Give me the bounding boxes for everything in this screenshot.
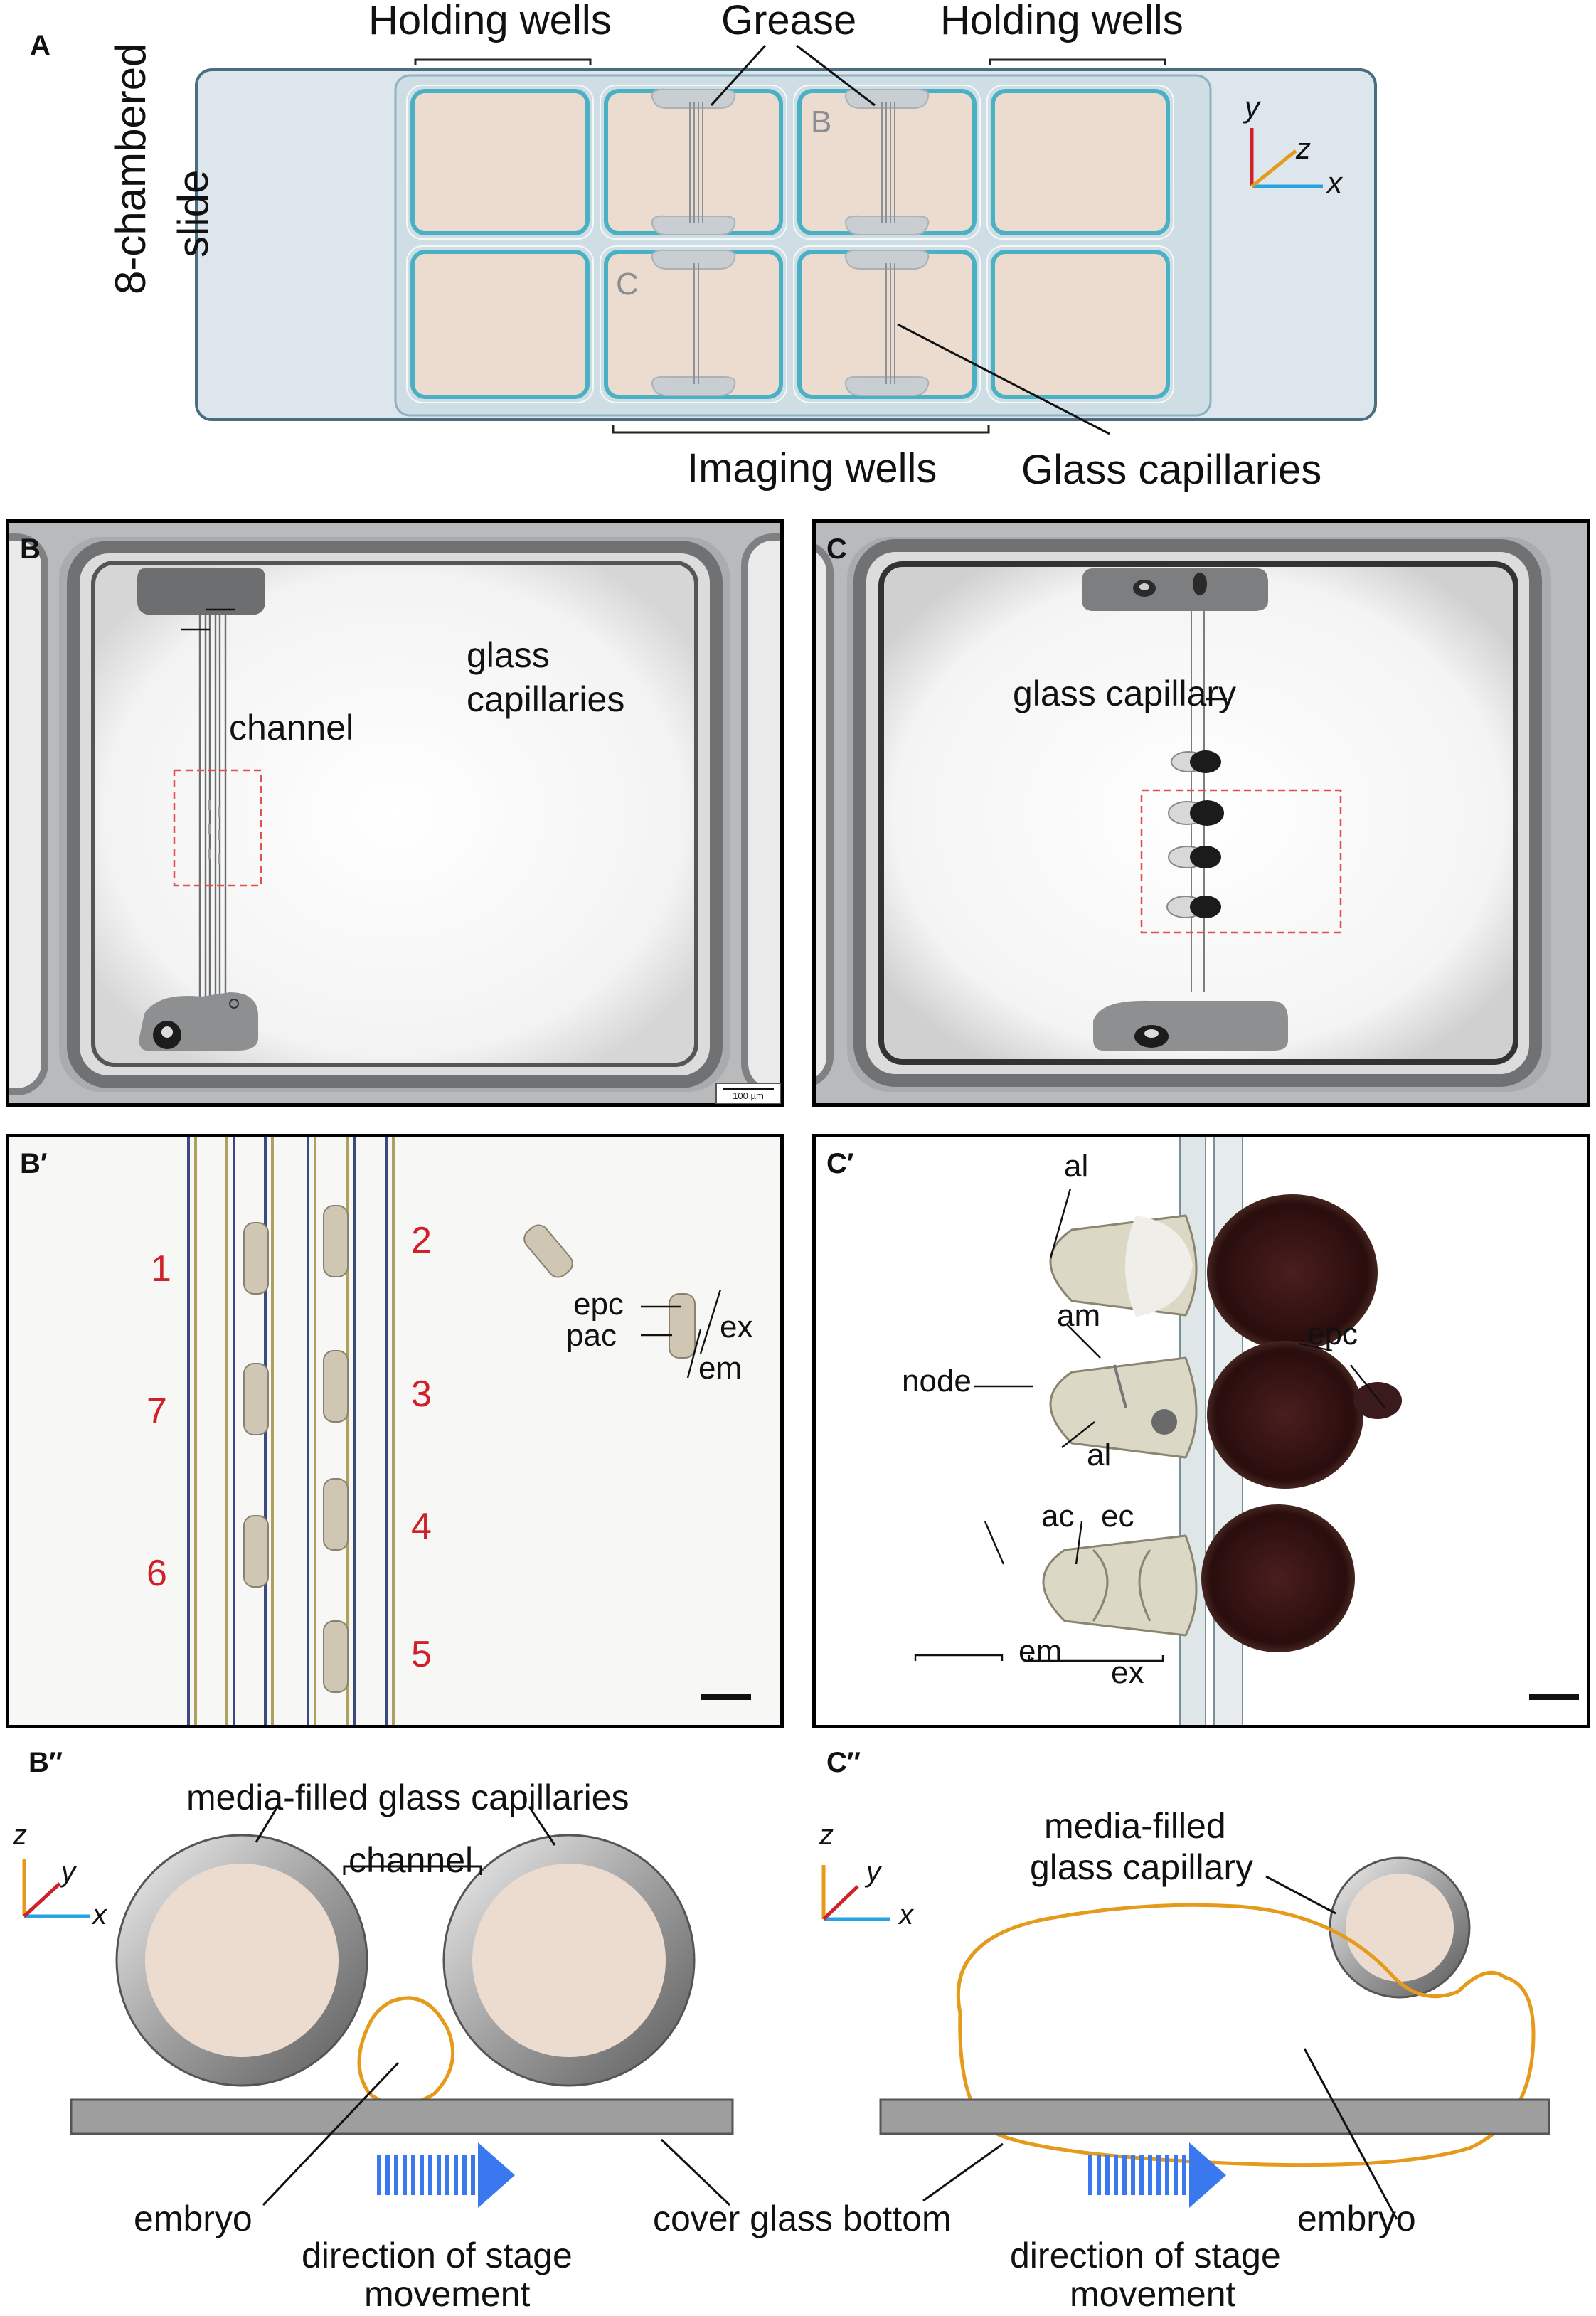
axes-icon-b	[22, 1859, 90, 1918]
b-dprime-channel: channel	[349, 1840, 474, 1880]
c-dprime-axis-y: y	[866, 1856, 881, 1888]
c-dprime-direction-line2: movement	[1070, 2274, 1236, 2314]
leader-lines	[710, 44, 1110, 435]
panel-b-prime-image	[9, 1137, 780, 1725]
c-dprime-axis-x: x	[899, 1899, 913, 1930]
capillary-number-1: 1	[151, 1248, 171, 1290]
panel-b-dprime-diagram	[22, 1806, 734, 2208]
panel-b-prime-letter: B′	[20, 1148, 48, 1179]
panel-b-micrograph	[6, 519, 784, 1107]
panel-c-prime-letter: C′	[826, 1148, 854, 1179]
axis-x-a: x	[1327, 166, 1342, 199]
capillary-number-7: 7	[147, 1391, 167, 1432]
cover-glass-label: cover glass bottom	[653, 2199, 952, 2238]
imaging-wells-label: Imaging wells	[687, 445, 937, 492]
c-prime-scalebar	[1529, 1694, 1579, 1700]
panel-c-micrograph	[812, 519, 1590, 1107]
b-dprime-axis-x: x	[92, 1899, 107, 1930]
axes-icon-c	[821, 1865, 890, 1921]
capillary-number-4: 4	[411, 1506, 432, 1547]
wells	[410, 89, 1170, 399]
b-prime-pac: pac	[566, 1318, 617, 1353]
holding-wells-right-label: Holding wells	[940, 0, 1183, 43]
panel-c-prime-image	[816, 1137, 1587, 1725]
b-dprime-direction-line1: direction of stage	[302, 2236, 573, 2275]
b-prime-em: em	[698, 1351, 743, 1386]
direction-arrow-b	[377, 2142, 515, 2208]
b-dprime-embryo: embryo	[134, 2199, 252, 2238]
direction-arrow-c	[1088, 2142, 1226, 2208]
capillary-number-3: 3	[411, 1374, 432, 1415]
c-prime-al-mid: al	[1087, 1438, 1112, 1472]
b-prime-ex: ex	[720, 1310, 753, 1344]
grease-blobs	[651, 88, 930, 396]
holding-wells-left-label: Holding wells	[368, 0, 612, 43]
well-c-mark: C	[616, 267, 639, 302]
axes-icon-a	[1250, 128, 1323, 188]
b-dprime-direction-line2: movement	[364, 2274, 531, 2314]
c-dprime-axis-z: z	[819, 1820, 834, 1851]
c-dprime-media-line1: media-filled	[1044, 1806, 1226, 1846]
b-prime-epc: epc	[573, 1287, 624, 1322]
panel-c-letter: C	[826, 533, 847, 565]
slide-label-line2: slide	[169, 169, 217, 257]
panel-c-image	[816, 523, 1587, 1103]
well-b-mark: B	[811, 105, 832, 139]
glass-capillaries-label: Glass capillaries	[1021, 447, 1322, 493]
c-dprime-media-line2: glass capillary	[1030, 1847, 1254, 1887]
slide-label-line1: 8-chambered	[107, 43, 154, 294]
panel-b-channel: channel	[229, 708, 354, 748]
c-prime-ec: ec	[1101, 1499, 1134, 1534]
c-prime-em: em	[1018, 1634, 1063, 1669]
brackets	[414, 58, 1166, 434]
panel-b-scalebar: 100 µm	[715, 1083, 781, 1104]
c-prime-al-top: al	[1064, 1149, 1089, 1184]
capillary-lines	[689, 102, 895, 384]
panel-c-prime-micrograph	[812, 1134, 1590, 1728]
c-prime-ex: ex	[1111, 1655, 1144, 1690]
c-dprime-direction-line1: direction of stage	[1010, 2236, 1281, 2275]
panel-b-glass-line2: capillaries	[467, 679, 625, 719]
panel-c-dprime-letter: C″	[826, 1747, 861, 1778]
b-dprime-axis-y: y	[61, 1856, 75, 1888]
c-dprime-embryo: embryo	[1297, 2199, 1416, 2238]
panel-b-prime-micrograph	[6, 1134, 784, 1728]
grease-label: Grease	[721, 0, 857, 43]
capillary-number-2: 2	[411, 1220, 432, 1261]
b-dprime-media-filled: media-filled glass capillaries	[186, 1778, 629, 1817]
b-prime-scalebar	[701, 1694, 751, 1700]
c-prime-node: node	[902, 1364, 972, 1398]
panel-c-glass-capillary: glass capillary	[1013, 674, 1237, 713]
panel-a-slide-diagram	[195, 44, 1377, 435]
panel-c-dprime-diagram	[821, 1856, 1550, 2220]
panel-b-image	[9, 523, 780, 1103]
c-prime-am: am	[1057, 1298, 1101, 1333]
b-dprime-axis-z: z	[13, 1820, 27, 1851]
panel-a-letter: A	[30, 30, 50, 61]
scalebar-text: 100 µm	[733, 1090, 764, 1101]
axis-z-a: z	[1296, 132, 1311, 165]
c-prime-ac: ac	[1041, 1499, 1075, 1534]
capillary-number-6: 6	[147, 1553, 167, 1594]
capillary-number-5: 5	[411, 1634, 432, 1675]
c-prime-epc: epc	[1307, 1317, 1358, 1351]
panel-b-glass-line1: glass	[467, 635, 550, 675]
panel-b-dprime-letter: B″	[28, 1747, 63, 1778]
panel-b-letter: B	[20, 533, 41, 565]
axis-y-a: y	[1245, 90, 1260, 124]
